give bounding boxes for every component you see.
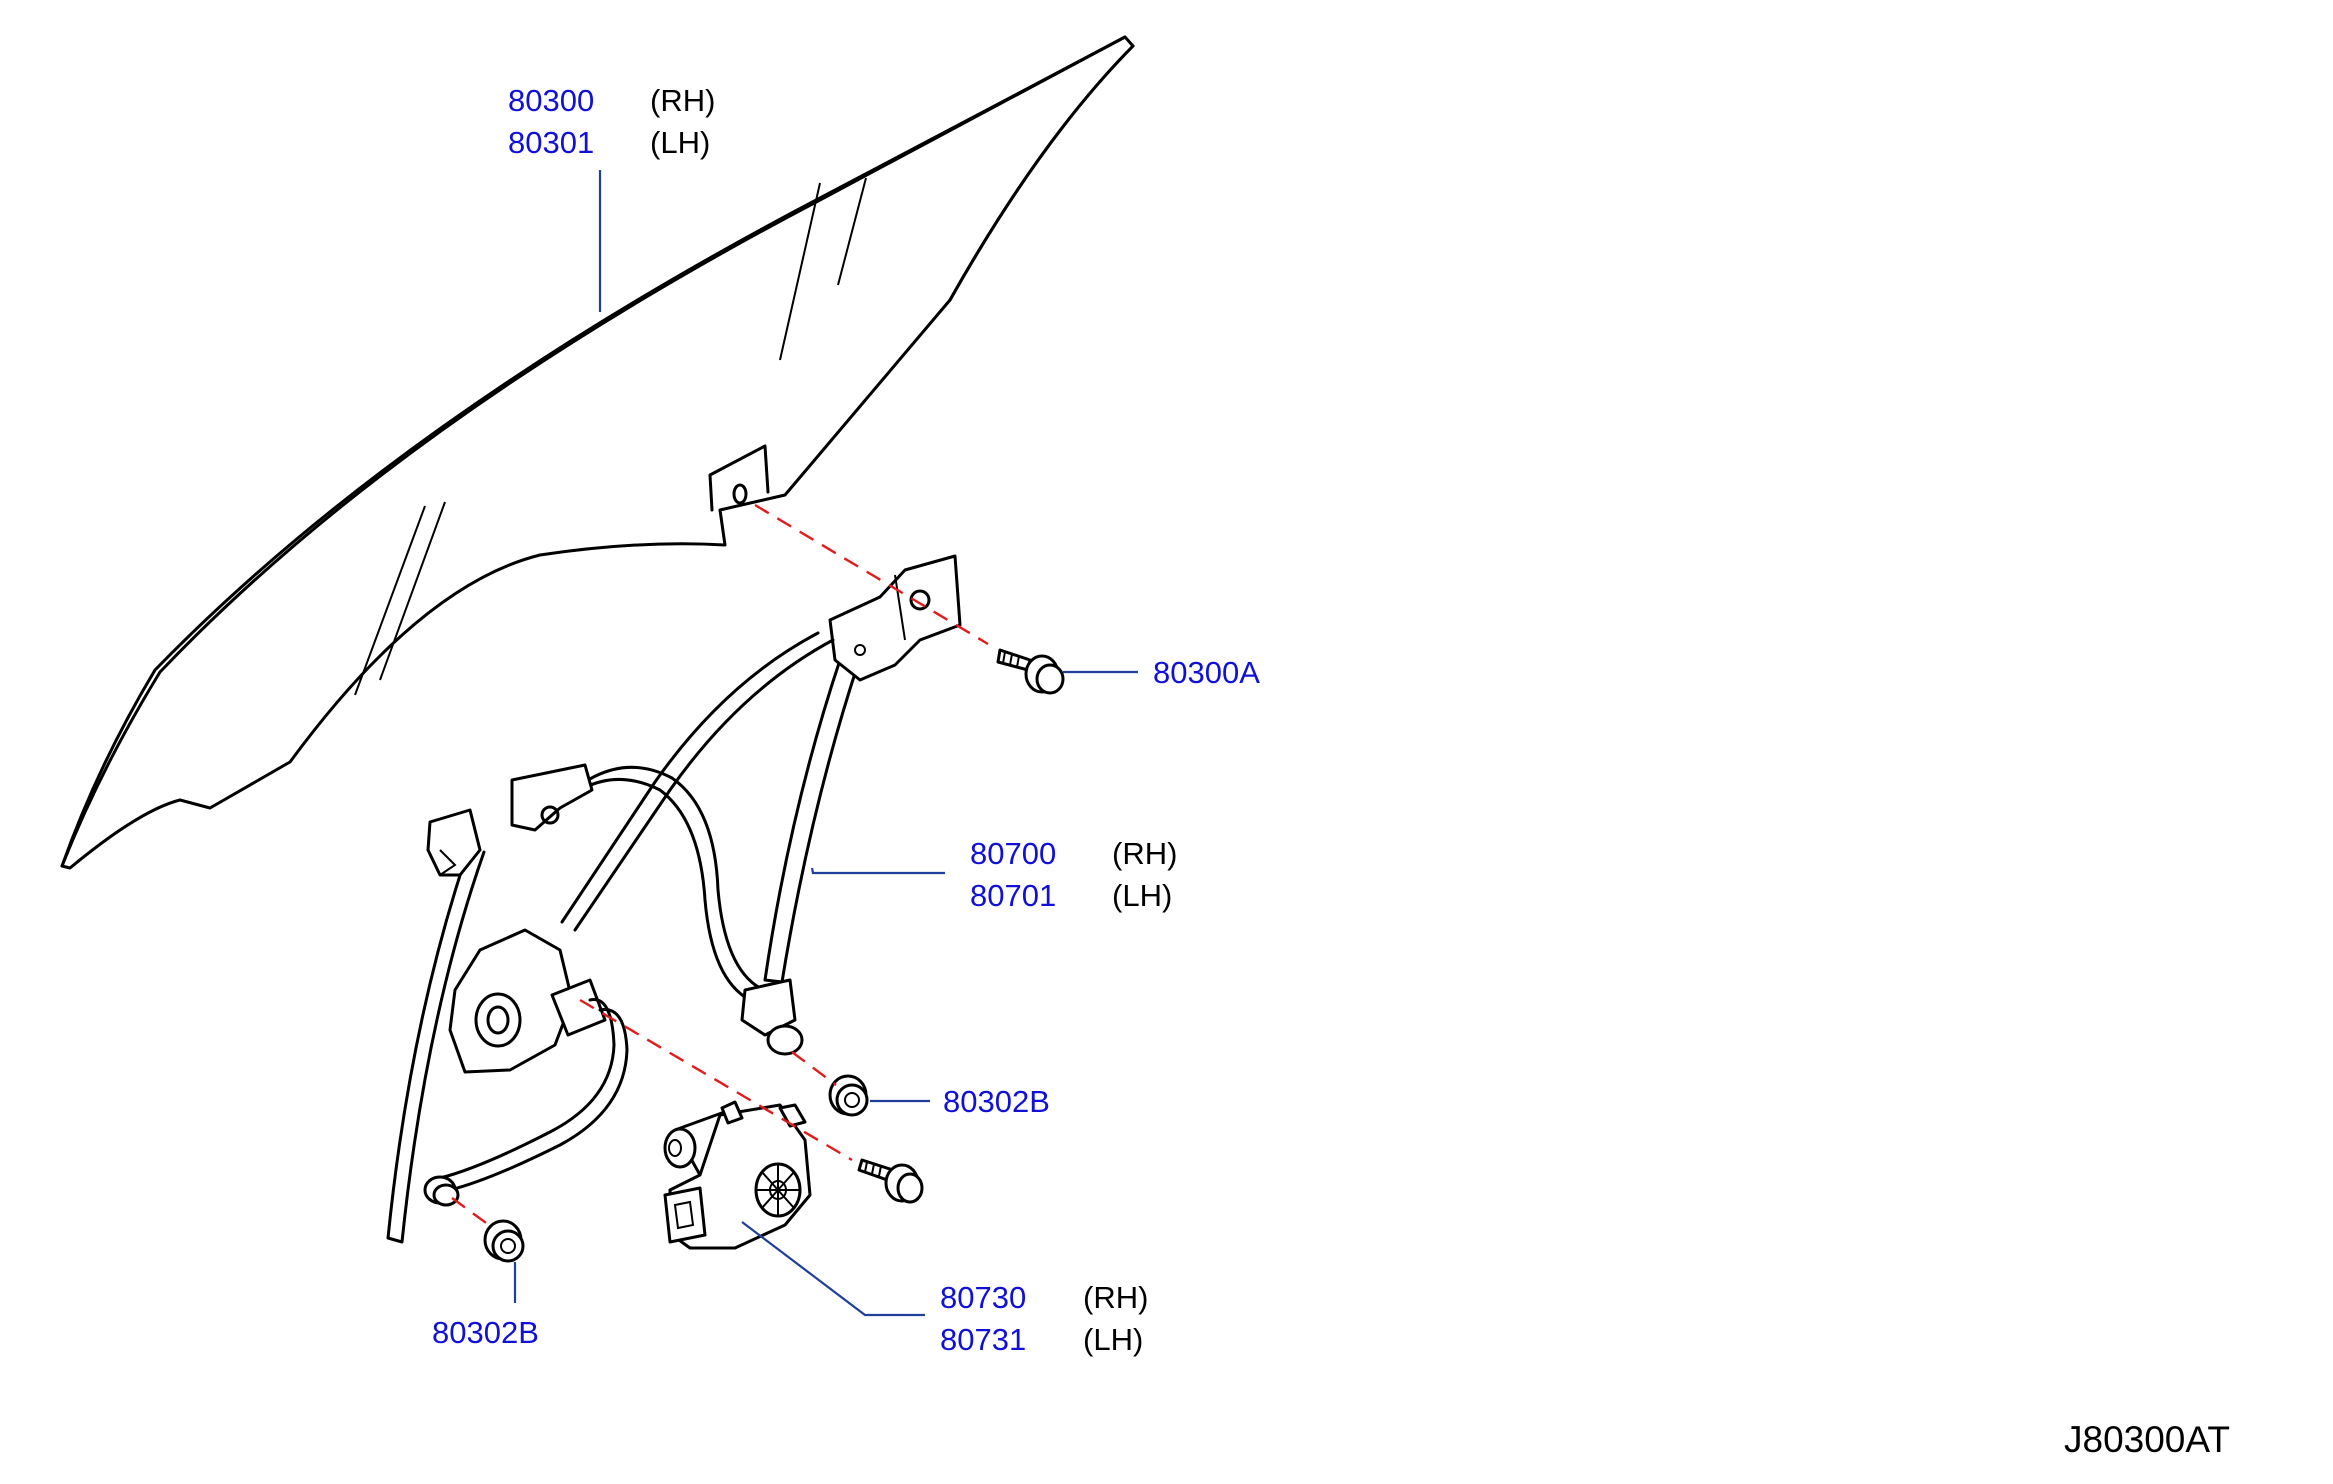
window-motor [663,1100,812,1250]
part-number-regulator-lh: 80701 [970,878,1056,913]
callout-nut-lower: 80302B [432,1315,539,1350]
callout-nut-upper: 80302B [943,1084,1050,1119]
diagram-code: J80300AT [2064,1419,2230,1460]
side-label-glass-rh: (RH) [650,83,715,118]
leader-lines [513,170,1138,1317]
callout-glass-bolt: 80300A [1153,655,1260,690]
part-number-glass-lh: 80301 [508,125,594,160]
regulator-nut-lower [483,1219,525,1263]
callout-motor: 80730 (RH) 80731 (LH) [940,1280,1148,1357]
part-number-glass-bolt: 80300A [1153,655,1260,690]
side-label-motor-lh: (LH) [1083,1322,1143,1357]
side-label-regulator-rh: (RH) [1112,836,1177,871]
alignment-lines [451,503,989,1229]
part-number-nut-lower: 80302B [432,1315,539,1350]
glass-mounting-bolt [996,648,1065,695]
part-number-motor-rh: 80730 [940,1280,1026,1315]
motor-mounting-bolt [857,1158,924,1204]
window-regulator [386,554,962,1244]
part-number-regulator-rh: 80700 [970,836,1056,871]
part-number-glass-rh: 80300 [508,83,594,118]
part-number-nut-upper: 80302B [943,1084,1050,1119]
side-label-motor-rh: (RH) [1083,1280,1148,1315]
side-label-regulator-lh: (LH) [1112,878,1172,913]
door-glass [60,35,1135,870]
callout-glass: 80300 (RH) 80301 (LH) [508,83,715,160]
part-number-motor-lh: 80731 [940,1322,1026,1357]
side-label-glass-lh: (LH) [650,125,710,160]
callout-regulator: 80700 (RH) 80701 (LH) [970,836,1177,913]
regulator-nut-upper [828,1074,869,1117]
